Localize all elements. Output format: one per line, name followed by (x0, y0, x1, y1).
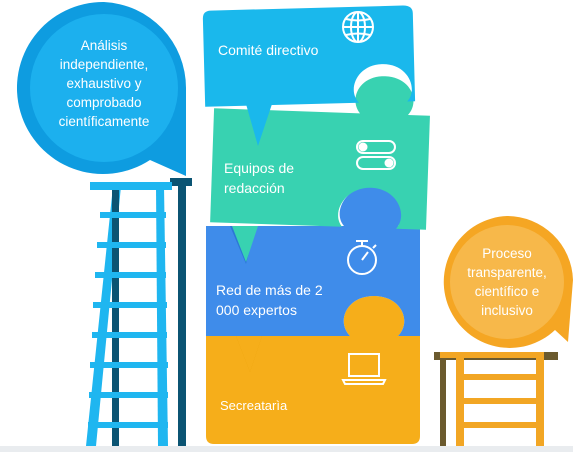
laptop-icon (341, 353, 387, 385)
committee-label: Comité directivo (218, 42, 319, 58)
drafting-tail (232, 226, 258, 262)
drafting-label: Equipos de redacción (224, 160, 295, 196)
globe-icon (342, 11, 374, 43)
left-ladder (86, 178, 192, 446)
right-stand (434, 352, 558, 446)
left-speech-bubble (16, 1, 187, 176)
secretariat-label: Secreatarìa (220, 398, 288, 413)
stopwatch-icon (347, 240, 377, 275)
puzzle-piece-committee (202, 5, 416, 107)
ground-strip (0, 446, 573, 452)
toggle-switches-icon (356, 140, 396, 170)
network-label: Red de más de 2 000 expertos (216, 282, 323, 318)
left-bubble-text: Análisis independiente, exhaustivo y com… (58, 38, 150, 129)
right-bubble-text: Proceso transparente, científico e inclu… (467, 246, 547, 318)
committee-tail (246, 104, 272, 146)
right-speech-bubble (443, 216, 573, 348)
